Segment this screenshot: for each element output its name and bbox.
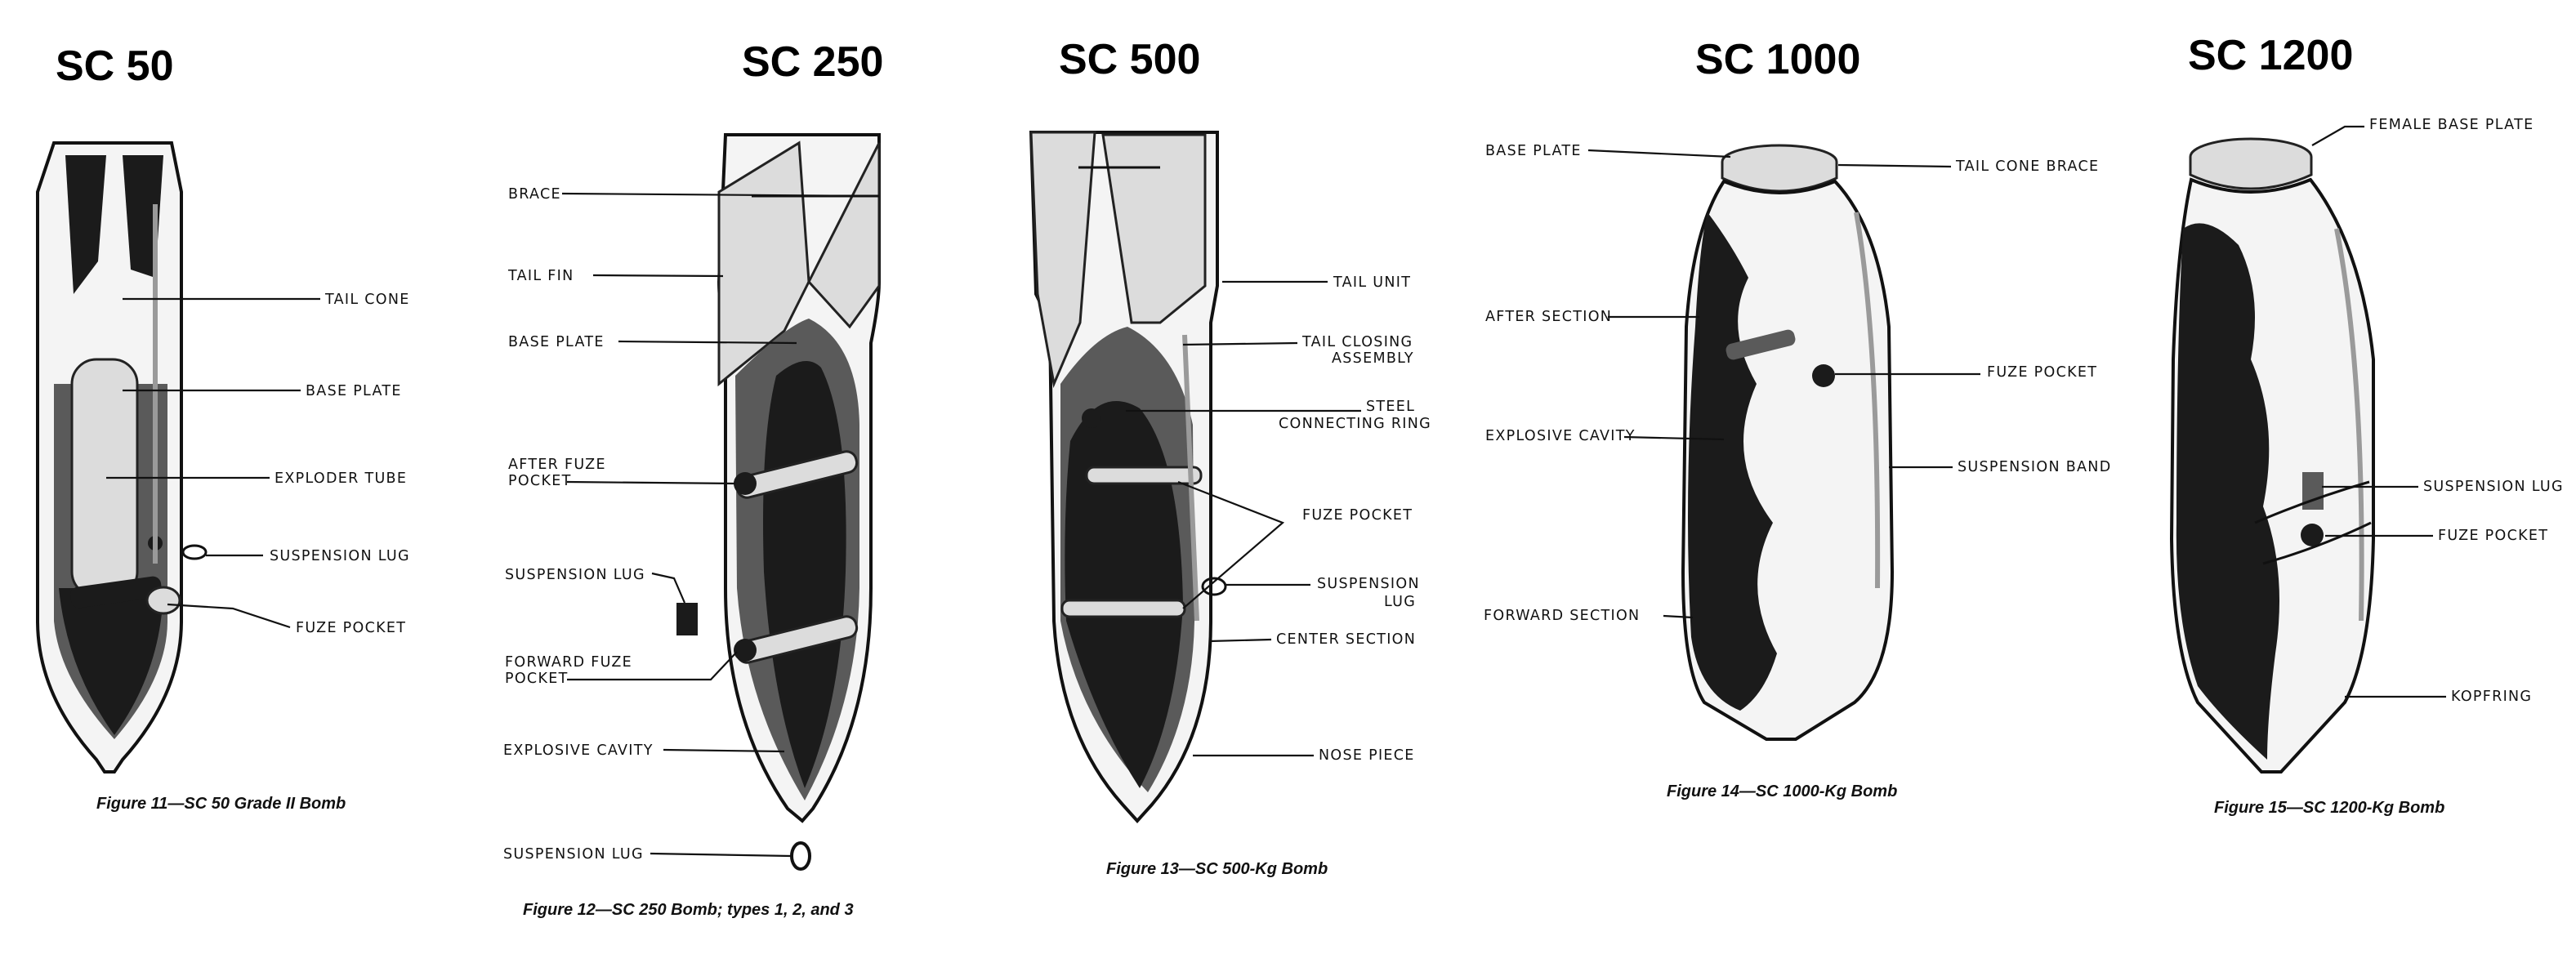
sc50-label-exploder-tube: EXPLODER TUBE xyxy=(275,470,407,487)
sc250-label-tail-fin: TAIL FIN xyxy=(507,268,574,284)
sc500-label-tail-closing-1: TAIL CLOSING xyxy=(1301,334,1413,350)
sc250-label-explosive-cavity: EXPLOSIVE CAVITY xyxy=(503,742,654,759)
sc50-label-base-plate: BASE PLATE xyxy=(306,383,402,399)
sc250-label-brace: BRACE xyxy=(508,186,561,203)
sc250-label-suspension-lug: SUSPENSION LUG xyxy=(505,567,645,583)
sc500-caption: Figure 13—SC 500-Kg Bomb xyxy=(1106,860,1328,878)
sc50-label-tail-cone: TAIL CONE xyxy=(324,292,410,308)
sc500-figure: TAIL UNIT TAIL CLOSING ASSEMBLY STEEL CO… xyxy=(1029,131,1431,878)
sc250-bomb-drawing xyxy=(676,133,881,871)
sc500-label-suspension-lug-1: SUSPENSION xyxy=(1317,576,1420,592)
sc250-label-suspension-lug-bottom: SUSPENSION LUG xyxy=(503,846,644,863)
sc1200-label-female-base-plate: FEMALE BASE PLATE xyxy=(2369,117,2534,133)
heading-sc50: SC 50 xyxy=(56,42,174,90)
sc250-label-base-plate: BASE PLATE xyxy=(508,334,605,350)
sc1200-caption: Figure 15—SC 1200-Kg Bomb xyxy=(2214,799,2444,817)
sc50-label-suspension-lug: SUSPENSION LUG xyxy=(270,548,410,564)
heading-sc500: SC 500 xyxy=(1059,36,1200,83)
sc1000-label-after-section: AFTER SECTION xyxy=(1485,309,1612,325)
sc1000-figure: BASE PLATE TAIL CONE BRACE AFTER SECTION… xyxy=(1484,143,2111,800)
sc500-label-nose-piece: NOSE PIECE xyxy=(1319,747,1415,764)
sc1200-bomb-drawing xyxy=(2169,137,2375,774)
sc500-label-steel-ring-2: CONNECTING RING xyxy=(1279,416,1431,432)
sc1200-label-suspension-lug: SUSPENSION LUG xyxy=(2423,479,2564,495)
sc50-caption: Figure 11—SC 50 Grade II Bomb xyxy=(96,795,346,813)
sc1000-bomb-drawing xyxy=(1681,144,1895,741)
sc250-label-after-fuze-pocket-2: POCKET xyxy=(508,473,572,489)
heading-sc250: SC 250 xyxy=(742,38,883,86)
sc250-label-after-fuze-pocket-1: AFTER FUZE xyxy=(508,457,606,473)
sc1000-caption: Figure 14—SC 1000-Kg Bomb xyxy=(1667,782,1897,800)
sc1200-figure: FEMALE BASE PLATE SUSPENSION LUG FUZE PO… xyxy=(2169,117,2564,817)
sc500-label-steel-ring-1: STEEL xyxy=(1366,399,1415,415)
sc1000-label-fuze-pocket: FUZE POCKET xyxy=(1987,364,2097,381)
sc50-figure: TAIL CONE BASE PLATE EXPLODER TUBE SUSPE… xyxy=(36,141,410,813)
sc500-label-fuze-pocket: FUZE POCKET xyxy=(1302,507,1413,524)
sc1200-label-kopfring: KOPFRING xyxy=(2451,689,2532,705)
sc500-bomb-drawing xyxy=(1029,131,1227,823)
sc1000-label-base-plate: BASE PLATE xyxy=(1485,143,1582,159)
sc50-bomb-drawing xyxy=(36,141,208,774)
sc500-label-center-section: CENTER SECTION xyxy=(1276,631,1416,648)
sc1000-label-tail-cone-brace: TAIL CONE BRACE xyxy=(1955,158,2099,175)
sc250-caption: Figure 12—SC 250 Bomb; types 1, 2, and 3 xyxy=(523,901,854,919)
sc250-label-forward-fuze-pocket-2: POCKET xyxy=(505,671,569,687)
sc500-label-tail-closing-2: ASSEMBLY xyxy=(1332,350,1414,367)
sc250-label-forward-fuze-pocket-1: FORWARD FUZE xyxy=(505,654,632,671)
sc500-label-tail-unit: TAIL UNIT xyxy=(1333,274,1411,291)
sc500-label-suspension-lug-2: LUG xyxy=(1384,594,1416,610)
heading-sc1000: SC 1000 xyxy=(1695,36,1860,83)
sc1000-label-forward-section: FORWARD SECTION xyxy=(1484,608,1640,624)
sc1000-label-explosive-cavity: EXPLOSIVE CAVITY xyxy=(1485,428,1636,444)
sc50-label-fuze-pocket: FUZE POCKET xyxy=(296,620,406,636)
sc1000-label-suspension-band: SUSPENSION BAND xyxy=(1958,459,2111,475)
sc250-figure: BRACE TAIL FIN BASE PLATE AFTER FUZE POC… xyxy=(503,133,881,919)
sc1200-label-fuze-pocket: FUZE POCKET xyxy=(2438,528,2548,544)
heading-sc1200: SC 1200 xyxy=(2188,32,2353,79)
